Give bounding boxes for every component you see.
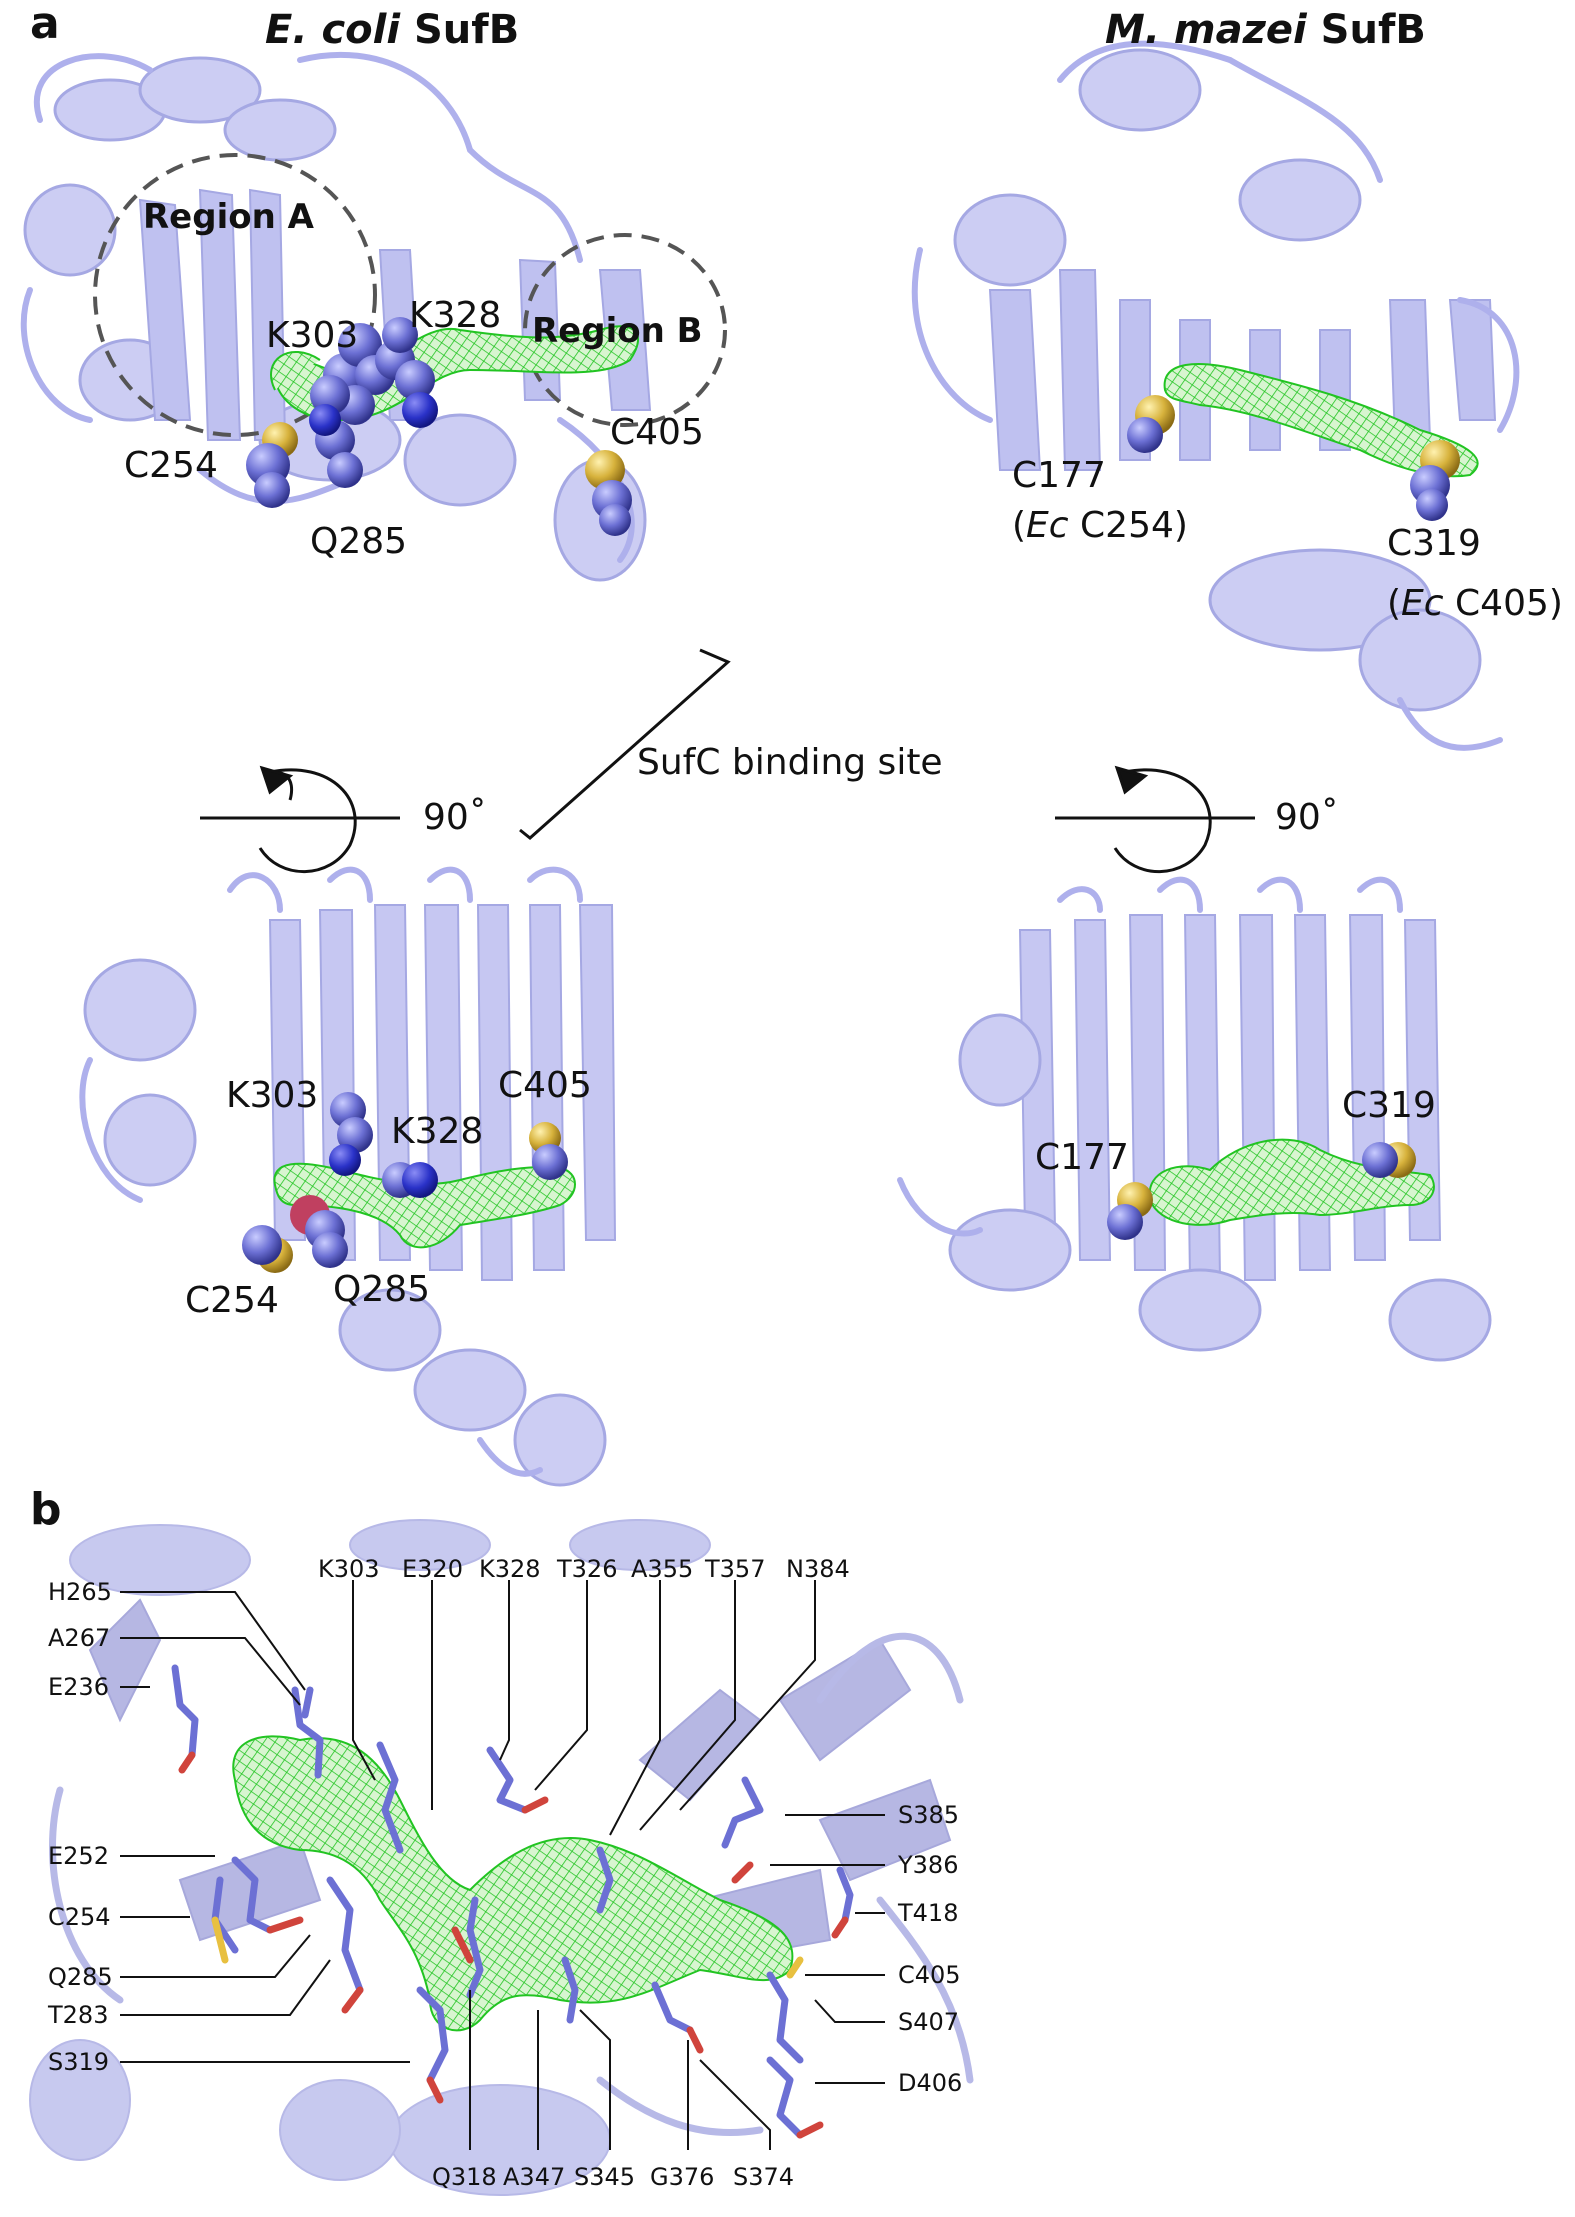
mmazei-bottom-c319: C319 [1342, 1085, 1436, 1126]
rotation-left-label: 90˚ [423, 797, 487, 838]
sufc-binding-site-label: SufC binding site [637, 742, 943, 783]
mmazei-bottom-c177: C177 [1035, 1137, 1129, 1178]
mmazei-top-c319-ec: (Ec C405) [1387, 583, 1563, 624]
panel-b-leader-lines [120, 1580, 885, 2150]
label-q285: Q285 [48, 1963, 113, 1991]
label-e252: E252 [48, 1842, 109, 1870]
mmazei-top-residue-spheres [1127, 395, 1460, 521]
label-s319: S319 [48, 2048, 110, 2076]
ecoli-bottom-c254: C254 [185, 1280, 279, 1321]
ecoli-top-q285: Q285 [310, 521, 408, 562]
tunnel-ecoli-top-branch [270, 350, 321, 391]
label-a267: A267 [48, 1624, 111, 1652]
label-c254: C254 [48, 1903, 111, 1931]
ecoli-title: E. coli SufB [265, 10, 519, 50]
label-t283: T283 [48, 2001, 109, 2029]
rotation-arrow-right [1055, 765, 1255, 874]
label-a355: A355 [631, 1555, 694, 1583]
mmazei-title-species: M. mazei [1105, 7, 1307, 53]
ecoli-top-c254: C254 [124, 445, 218, 486]
ecoli-top-residue-spheres [246, 317, 632, 536]
mmazei-top-c319-ec-value: C405 [1455, 583, 1549, 624]
label-e236: E236 [48, 1673, 109, 1701]
region-a-circle [93, 153, 377, 437]
ecoli-top-c405: C405 [610, 412, 704, 453]
label-y386: Y386 [898, 1851, 959, 1879]
ecoli-bottom-k328: K328 [391, 1111, 484, 1152]
tunnel-ecoli-bottom [273, 1162, 576, 1249]
mmazei-top-c177-ec-value: C254 [1080, 505, 1174, 546]
mmazei-top-c319-ec-prefix: Ec [1401, 583, 1444, 624]
label-g376: G376 [650, 2163, 715, 2191]
tunnel-mmazei-bottom [1148, 1138, 1435, 1226]
label-t418: T418 [898, 1899, 959, 1927]
label-a347: A347 [503, 2163, 566, 2191]
mmazei-top-structure [911, 40, 1520, 751]
ecoli-top-k303: K303 [266, 315, 359, 356]
region-a-label: Region A [143, 197, 314, 237]
ecoli-bottom-q285: Q285 [333, 1269, 431, 1310]
ecoli-bottom-k303: K303 [226, 1075, 319, 1116]
ecoli-bottom-residue-spheres [242, 1092, 568, 1273]
label-s345: S345 [574, 2163, 636, 2191]
region-b-label: Region B [532, 311, 703, 351]
mmazei-title-protein: SufB [1320, 7, 1426, 53]
rotation-arrow-left [200, 765, 400, 874]
panel-b-residue-sticks [171, 1664, 854, 2139]
mmazei-top-c319: C319 [1387, 523, 1481, 564]
sufc-binding-bracket [519, 648, 731, 840]
region-b-circle [523, 233, 727, 427]
label-s385: S385 [898, 1801, 960, 1829]
ecoli-bottom-c405: C405 [498, 1065, 592, 1106]
label-c405: C405 [898, 1961, 961, 1989]
label-s407: S407 [898, 2008, 960, 2036]
ecoli-title-protein: SufB [414, 7, 520, 53]
label-t326: T326 [557, 1555, 618, 1583]
label-e320: E320 [402, 1555, 463, 1583]
label-s374: S374 [733, 2163, 795, 2191]
mmazei-top-c177-ec-prefix: Ec [1026, 505, 1069, 546]
label-q318: Q318 [432, 2163, 497, 2191]
mmazei-title: M. mazei SufB [1105, 10, 1426, 50]
tunnel-mmazei-top [1163, 363, 1479, 478]
label-t357: T357 [705, 1555, 766, 1583]
mmazei-bottom-residue-spheres [1107, 1142, 1416, 1240]
mmazei-top-c177: C177 [1012, 455, 1106, 496]
label-h265: H265 [48, 1578, 112, 1606]
label-d406: D406 [898, 2069, 963, 2097]
label-k328: K328 [479, 1555, 541, 1583]
panel-b-letter: b [30, 1484, 62, 1535]
mmazei-top-c177-ec: (Ec C254) [1012, 505, 1188, 546]
label-k303: K303 [318, 1555, 380, 1583]
label-n384: N384 [786, 1555, 850, 1583]
rotation-right-label: 90˚ [1275, 797, 1339, 838]
panel-a-letter: a [30, 0, 60, 49]
ecoli-top-k328: K328 [409, 295, 502, 336]
ecoli-title-species: E. coli [265, 7, 401, 53]
